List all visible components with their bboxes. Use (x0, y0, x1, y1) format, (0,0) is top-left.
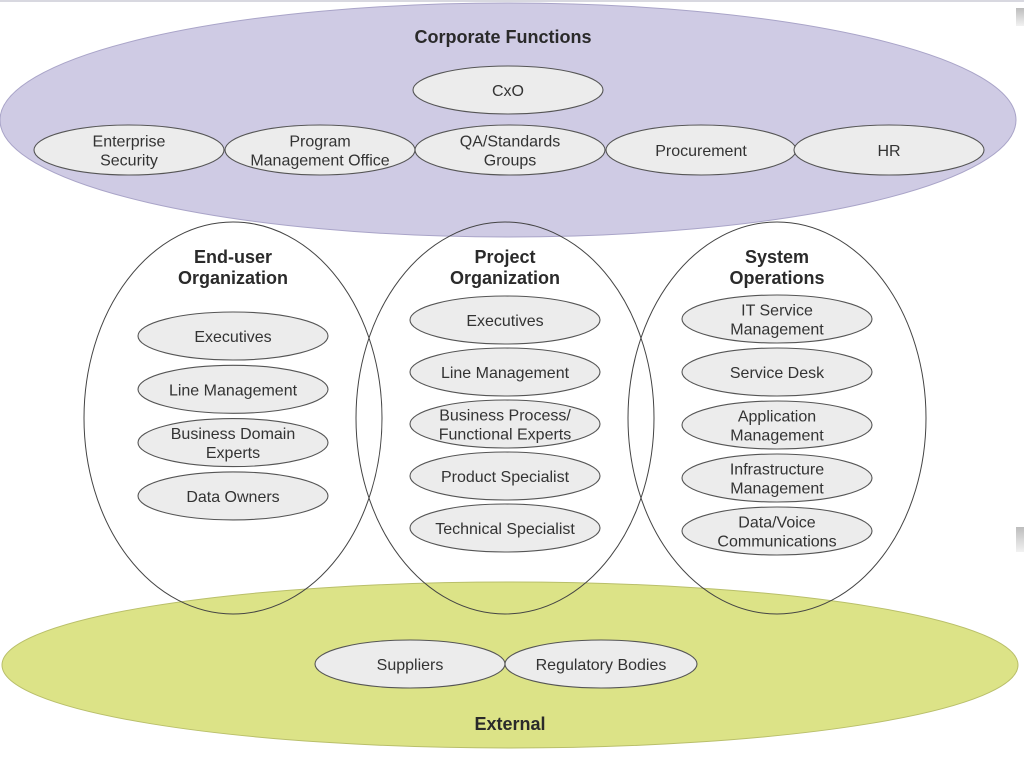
node-ellipse (681, 506, 873, 556)
org-title: Organization (450, 268, 560, 288)
org-ellipse (355, 221, 655, 615)
node-procurement: Procurement (605, 124, 797, 176)
node-label: Management Office (250, 153, 389, 170)
node-label: Application (738, 409, 816, 426)
org-ellipse (627, 221, 927, 615)
node-ellipse (409, 295, 601, 345)
node-label: Line Management (169, 382, 298, 399)
node-ellipse (681, 347, 873, 397)
node-ellipse (681, 294, 873, 344)
node-ellipse (412, 65, 604, 115)
node-technical-specialist: Technical Specialist (409, 503, 601, 553)
node-ellipse (504, 639, 698, 689)
node-business-process-functional-experts: Business Process/Functional Experts (409, 399, 601, 449)
node-label: Management (730, 322, 824, 339)
node-ellipse (409, 451, 601, 501)
node-ellipse (33, 124, 225, 176)
node-product-specialist: Product Specialist (409, 451, 601, 501)
node-label: Program (289, 134, 350, 151)
node-label: Service Desk (730, 365, 825, 382)
node-suppliers: Suppliers (314, 639, 506, 689)
node-ellipse (793, 124, 985, 176)
node-label: Product Specialist (441, 469, 570, 486)
node-ellipse (409, 503, 601, 553)
node-ellipse (137, 471, 329, 521)
node-ellipse (409, 399, 601, 449)
node-label: Business Domain (171, 426, 296, 443)
node-executives: Executives (409, 295, 601, 345)
node-label: Infrastructure (730, 462, 824, 479)
org-title: Operations (729, 268, 824, 288)
node-ellipse (681, 400, 873, 450)
node-label: Management (730, 428, 824, 445)
node-data-owners: Data Owners (137, 471, 329, 521)
corporate-ellipse (0, 2, 1017, 238)
node-label: Line Management (441, 365, 570, 382)
node-label: Suppliers (377, 657, 444, 674)
node-label: IT Service (741, 303, 813, 320)
external-content: Suppliers Regulatory Bodies External (314, 639, 698, 734)
org-ellipse (83, 221, 383, 615)
edge-scroll-tab-top (1016, 8, 1024, 26)
node-label: Executives (466, 313, 543, 330)
node-ellipse (137, 311, 329, 361)
node-service-desk: Service Desk (681, 347, 873, 397)
node-line-management: Line Management (137, 364, 329, 414)
corporate-title: Corporate Functions (414, 27, 591, 47)
node-regulatory-bodies: Regulatory Bodies (504, 639, 698, 689)
node-label: Management (730, 481, 824, 498)
org-title: End-user (194, 247, 272, 267)
node-cxo: CxO (412, 65, 604, 115)
top-border (0, 0, 1024, 2)
node-ellipse (409, 347, 601, 397)
node-line-management: Line Management (409, 347, 601, 397)
org-title: Organization (178, 268, 288, 288)
edge-scroll-tab-bottom (1016, 527, 1024, 552)
node-label: Functional Experts (439, 427, 572, 444)
node-ellipse (681, 453, 873, 503)
node-label: Executives (194, 329, 271, 346)
node-label: Data/Voice (738, 515, 815, 532)
node-ellipse (414, 124, 606, 176)
corporate-group: Corporate Functions CxO EnterpriseSecurit… (0, 2, 1017, 238)
node-label: Communications (717, 534, 836, 551)
node-label: Data Owners (186, 489, 279, 506)
node-hr: HR (793, 124, 985, 176)
node-ellipse (137, 364, 329, 414)
node-label: Procurement (655, 143, 747, 160)
node-label: Technical Specialist (435, 521, 575, 538)
node-label: HR (877, 143, 900, 160)
node-executives: Executives (137, 311, 329, 361)
org-title: System (745, 247, 809, 267)
node-label: CxO (492, 83, 524, 100)
node-label: Groups (484, 153, 536, 170)
node-label: Experts (206, 445, 260, 462)
node-label: Security (100, 153, 158, 170)
org-title: Project (474, 247, 535, 267)
node-label: Enterprise (93, 134, 166, 151)
node-ellipse (137, 418, 329, 468)
external-title: External (474, 714, 545, 734)
node-label: Regulatory Bodies (536, 657, 667, 674)
node-label: QA/Standards (460, 134, 561, 151)
node-label: Business Process/ (439, 408, 571, 425)
